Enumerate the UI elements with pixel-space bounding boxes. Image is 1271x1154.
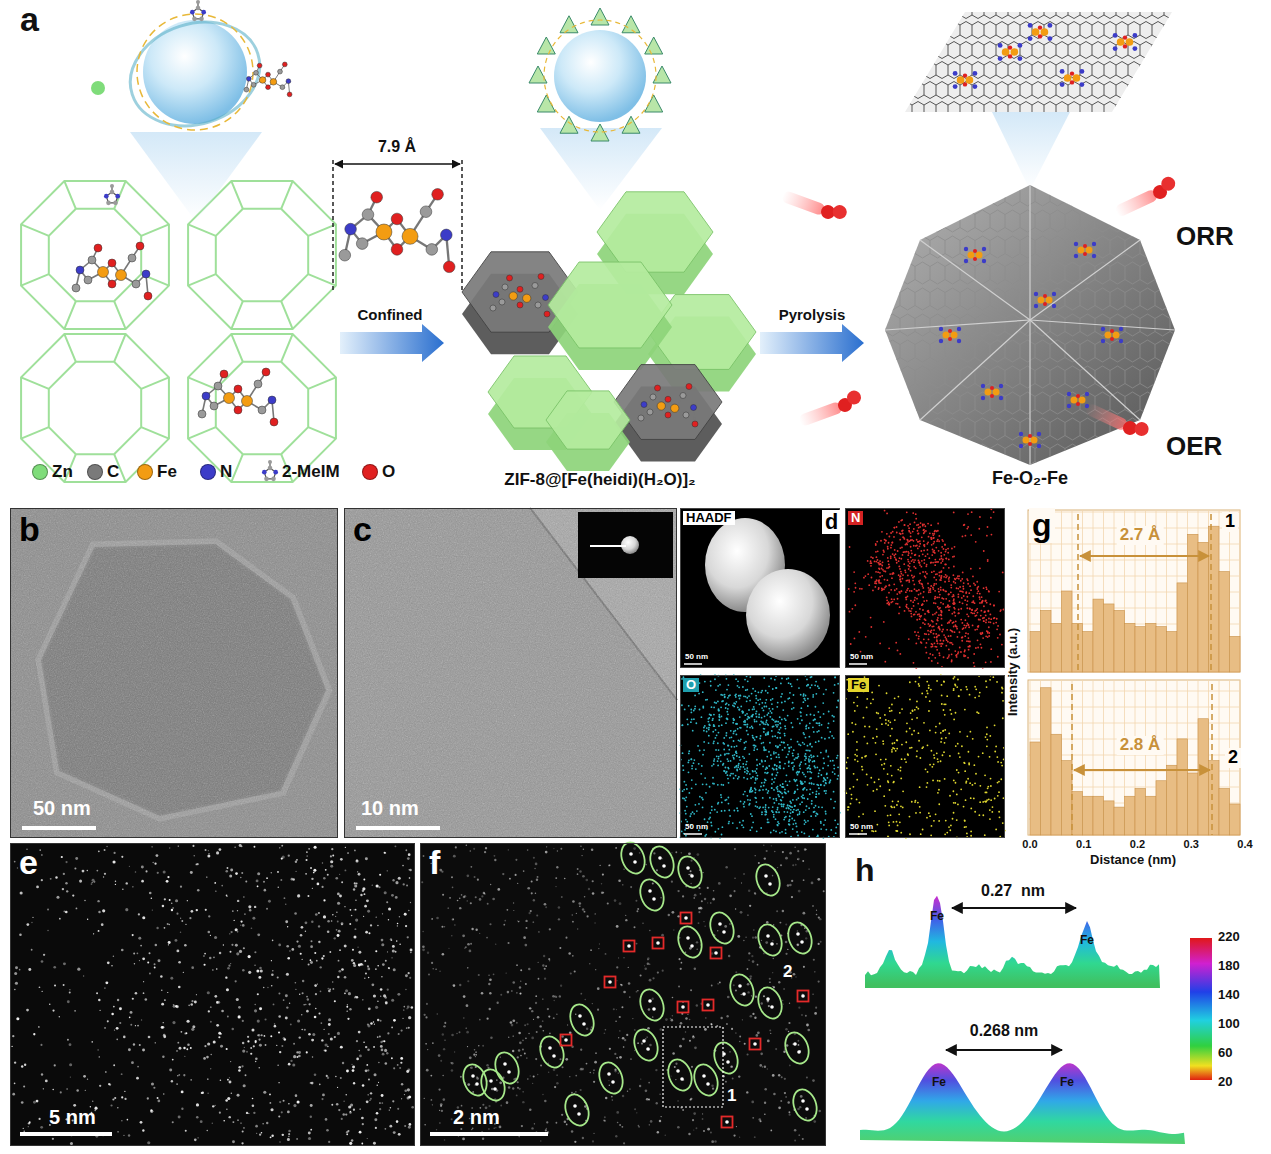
figure: b50 nmc10 nmHAADFd50 nmN50 nmO50 nmFe50 … bbox=[0, 0, 1271, 1154]
